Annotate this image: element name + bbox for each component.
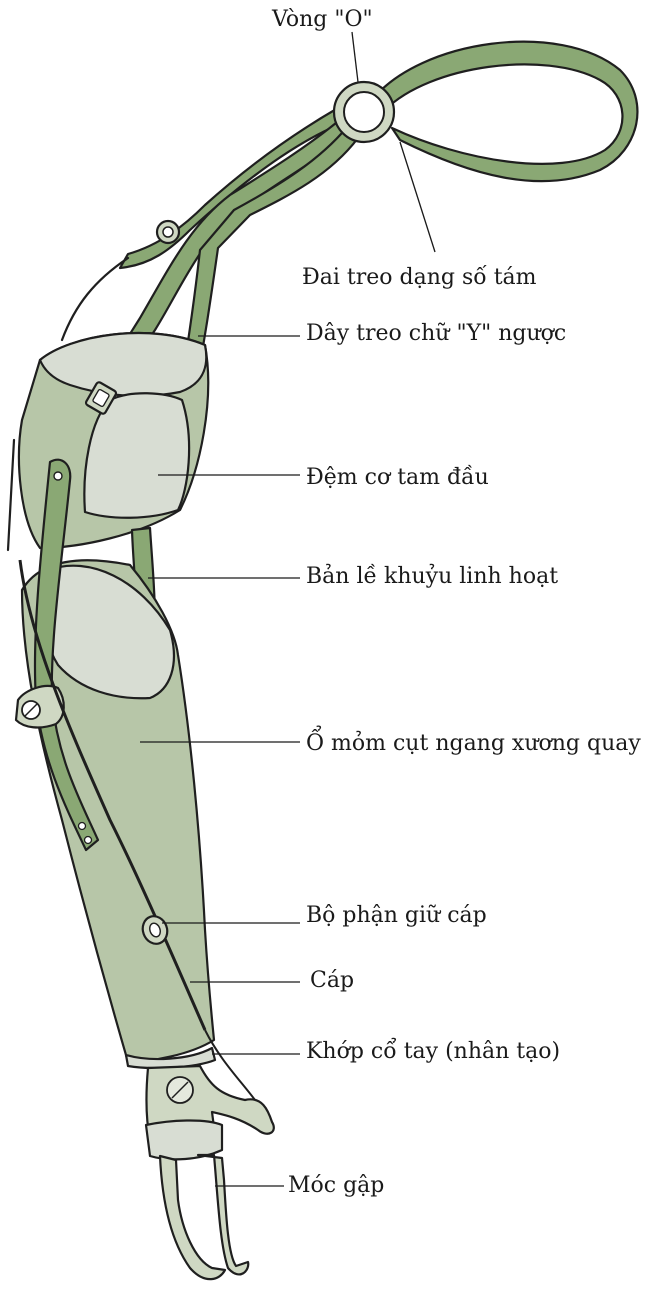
label-cable-retainer: Bộ phận giữ cáp bbox=[306, 903, 487, 928]
cable bbox=[18, 559, 256, 1101]
strap-buckle bbox=[84, 381, 118, 415]
label-transradial-socket: Ổ mỏm cụt ngang xương quay bbox=[306, 724, 641, 756]
leader-o-ring bbox=[351, 31, 359, 83]
label-cable: Cáp bbox=[310, 968, 354, 993]
leader-lines bbox=[140, 31, 436, 1187]
label-triceps-pad: Đệm cơ tam đầu bbox=[306, 464, 489, 490]
hinge-strap-left bbox=[33, 458, 100, 852]
label-wrist-unit: Khớp cổ tay (nhân tạo) bbox=[306, 1036, 560, 1064]
leader-figure-eight bbox=[399, 141, 436, 253]
label-split-hook: Móc gập bbox=[288, 1173, 384, 1198]
strap-ring bbox=[155, 219, 181, 245]
figure-eight-harness bbox=[370, 40, 639, 183]
label-o-ring: Vòng "O" bbox=[271, 7, 373, 32]
labels: Vòng "O" Đai treo dạng số tám Dây treo c… bbox=[271, 7, 641, 1198]
wrist-unit bbox=[124, 1046, 217, 1070]
label-flexible-elbow-hinge: Bản lề khuỷu linh hoạt bbox=[306, 563, 558, 589]
split-hook bbox=[144, 1064, 275, 1281]
label-figure-eight-harness: Đai treo dạng số tám bbox=[302, 264, 537, 290]
cable-retainer bbox=[141, 915, 169, 945]
o-ring bbox=[332, 80, 396, 144]
label-inverted-y-strap: Dây treo chữ "Y" ngược bbox=[306, 321, 566, 346]
